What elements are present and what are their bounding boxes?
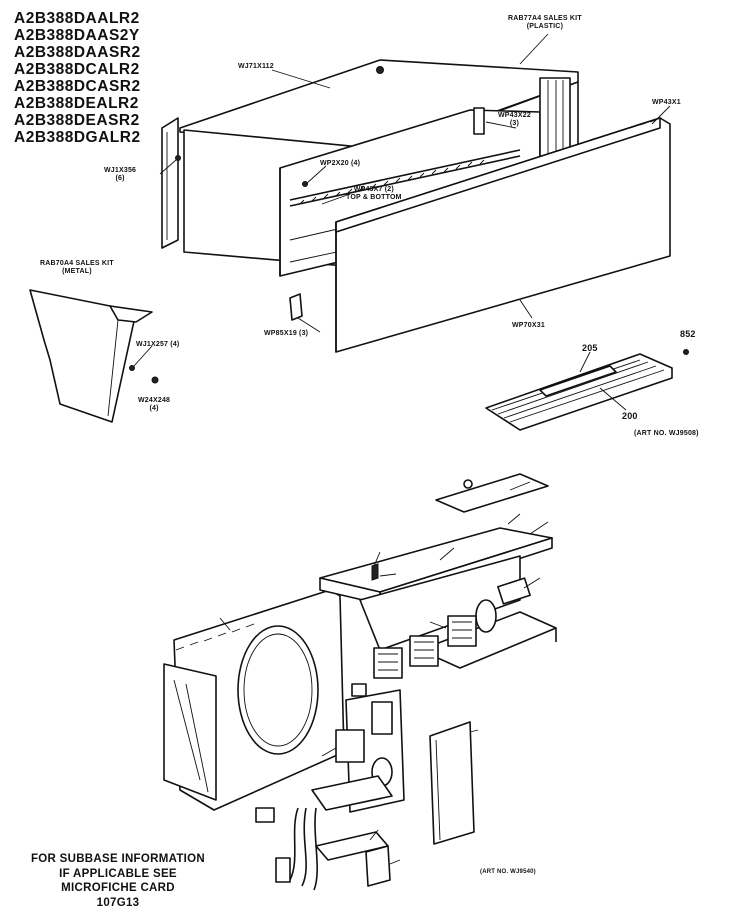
metal-side-panel	[29, 289, 159, 423]
callout-852: 852	[680, 329, 696, 339]
callout-text: TOP & BOTTOM	[346, 194, 402, 201]
callout-wp70x31: WP70X31	[512, 322, 545, 329]
callout-text: WP43X22	[498, 112, 531, 119]
callout-200: 200	[622, 411, 638, 421]
callout-w24x248: W24X248 (4)	[138, 397, 170, 413]
model-number: A2B388DGALR2	[14, 129, 141, 146]
callout-text: (4)	[149, 405, 159, 412]
callout-text: W24X248	[138, 397, 171, 404]
note-line: FOR SUBBASE INFORMATION	[30, 853, 206, 865]
art-number-upper: (ART NO. WJ9508)	[634, 430, 699, 437]
callout-text: RAB70A4 SALES KIT	[40, 260, 114, 267]
leader-lines-lower	[219, 481, 549, 865]
callout-wp2x20: WP2X20 (4)	[320, 160, 361, 167]
callout-wp43x7: WP43X7 (2) TOP & BOTTOM	[346, 186, 402, 202]
callout-text: (PLASTIC)	[526, 23, 564, 30]
callout-wj1x257: WJ1X257 (4)	[136, 341, 180, 348]
callout-wp85x19: WP85X19 (3)	[264, 330, 309, 337]
model-number: A2B388DCALR2	[14, 61, 140, 78]
callout-sales-kit-metal: RAB70A4 SALES KIT (METAL)	[40, 260, 114, 276]
callout-text: (6)	[115, 175, 125, 182]
note-line: IF APPLICABLE SEE	[59, 867, 177, 880]
callout-sales-kit-plastic: RAB77A4 SALES KIT (PLASTIC)	[508, 15, 582, 31]
leader-lines-upper	[133, 33, 671, 411]
callout-text: (3)	[509, 120, 520, 127]
chassis-assembly	[163, 473, 557, 891]
model-number: A2B388DEALR2	[14, 95, 139, 112]
model-number: A2B388DAALR2	[14, 10, 140, 27]
note-line: MICROFICHE CARD	[61, 882, 175, 894]
model-number: A2B388DAAS2Y	[14, 27, 140, 44]
clip-part	[289, 293, 303, 321]
callout-text: WJ1X356	[104, 167, 137, 174]
callout-wp43x22: WP43X22 (3)	[498, 112, 531, 128]
art-number-lower: (ART NO. WJ9540)	[480, 869, 536, 875]
subbase-note: FOR SUBBASE INFORMATION IF APPLICABLE SE…	[18, 852, 218, 910]
model-number: A2B388DAASR2	[14, 44, 141, 61]
top-louver	[485, 349, 689, 431]
model-number: A2B388DEASR2	[14, 112, 140, 129]
model-number: A2B388DCASR2	[14, 78, 141, 95]
front-panel	[335, 117, 671, 353]
note-line: 107G13	[96, 896, 140, 909]
callout-205: 205	[582, 343, 598, 353]
callout-text: WP43X7 (2)	[353, 186, 394, 193]
callout-wj71x112: WJ71X112	[238, 63, 274, 70]
callout-wj1x356: WJ1X356 (6)	[104, 167, 136, 183]
callout-text: (METAL)	[62, 268, 92, 275]
callout-wp43x1: WP43X1	[652, 99, 681, 106]
callout-text: RAB77A4 SALES KIT	[508, 15, 582, 22]
